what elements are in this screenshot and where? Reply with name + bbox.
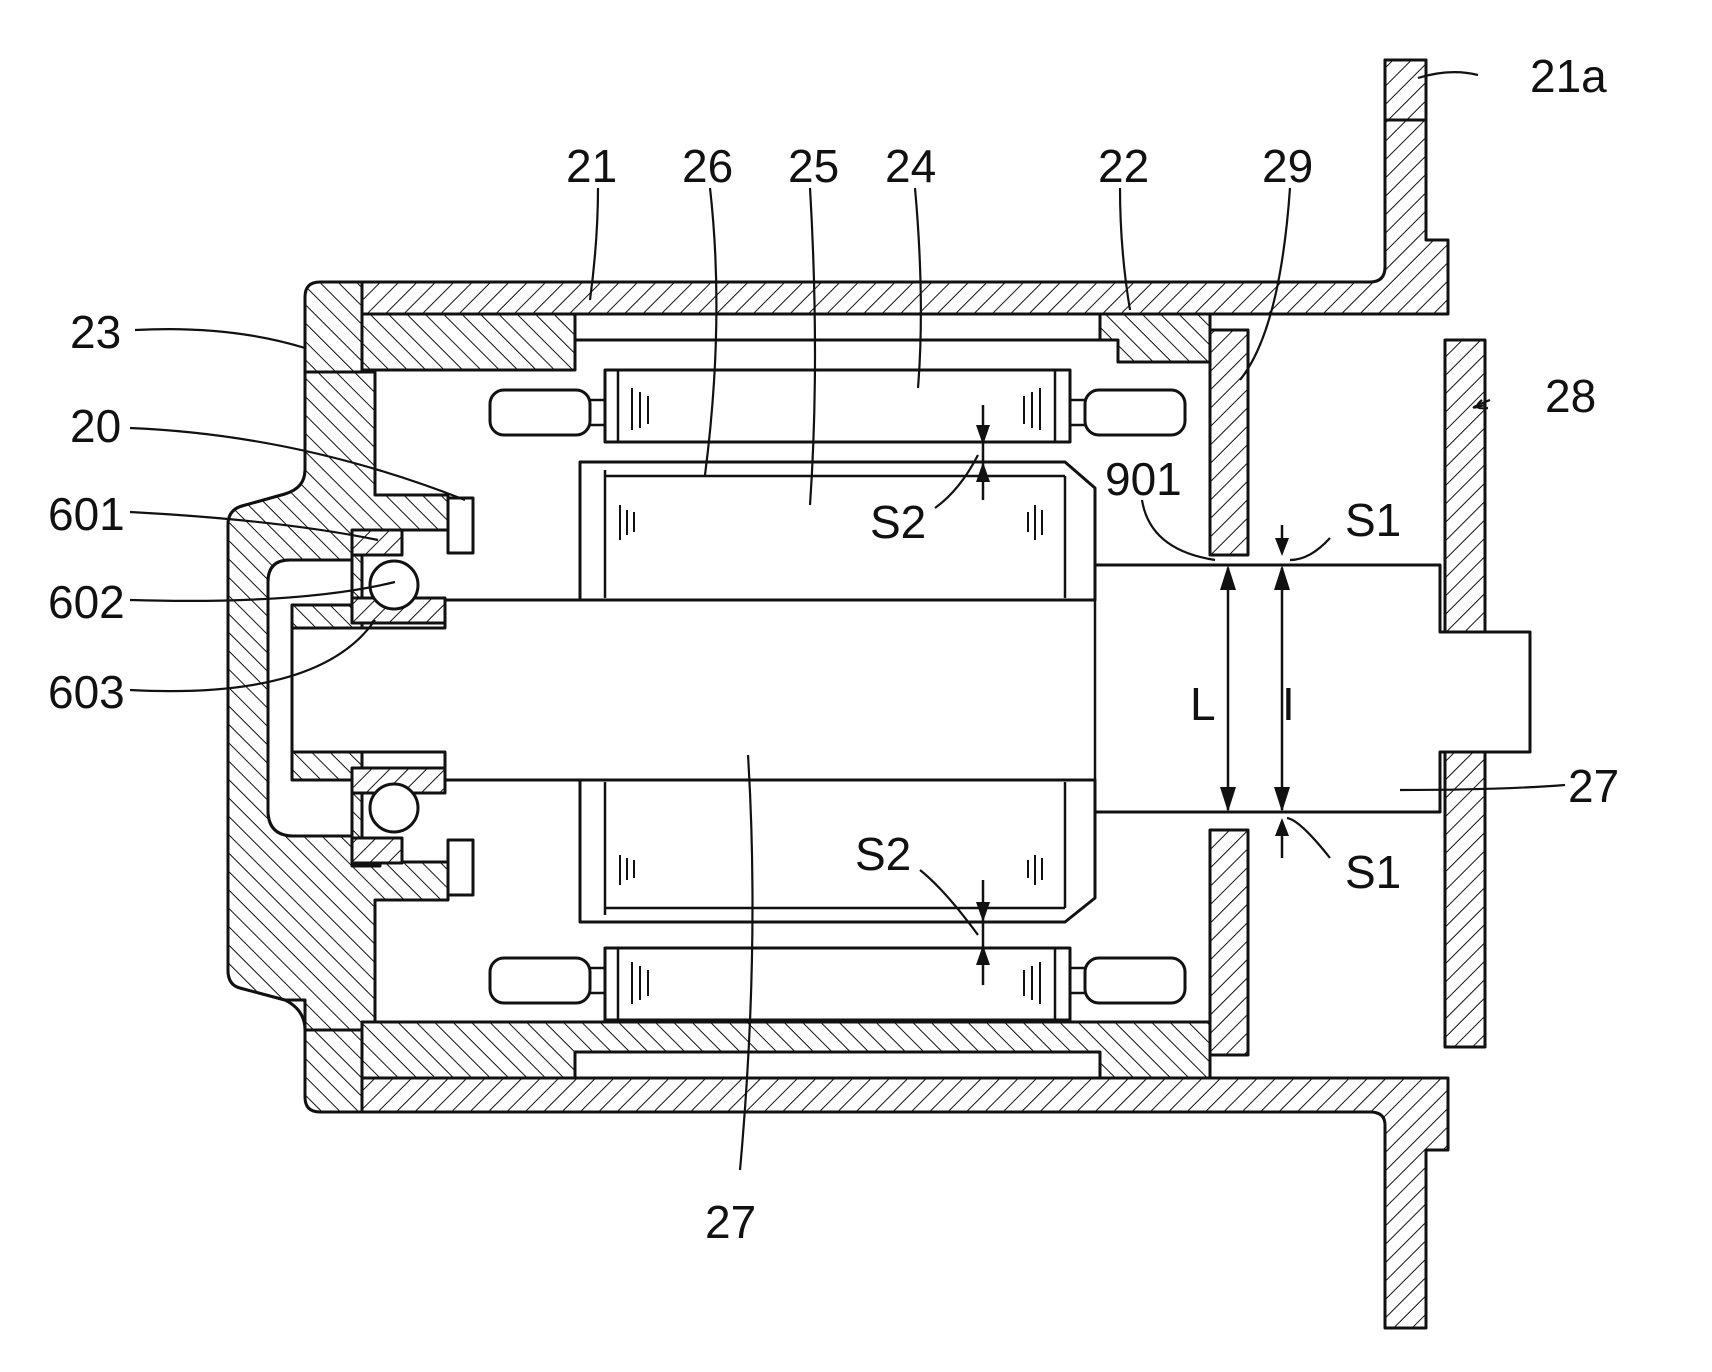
label-901: 901 <box>1105 453 1182 505</box>
plate-28-bottom <box>1445 752 1485 1047</box>
leader-23 <box>135 329 305 348</box>
label-27-bottom: 27 <box>705 1196 756 1248</box>
housing-bottom-wall <box>362 1078 1448 1328</box>
label-21: 21 <box>566 140 617 192</box>
rotor-core-25 <box>580 462 1095 600</box>
label-601: 601 <box>48 488 125 540</box>
label-25: 25 <box>788 140 839 192</box>
ball-602-bottom <box>370 784 418 832</box>
leader-25 <box>810 188 815 505</box>
label-L: L <box>1190 678 1216 730</box>
dimension-S1-top <box>1275 525 1289 556</box>
stator-24-bottom <box>490 948 1185 1020</box>
label-S1-bottom: S1 <box>1345 846 1401 898</box>
label-26: 26 <box>682 140 733 192</box>
plate-29-bottom <box>1210 830 1248 1055</box>
leader-S1-bottom <box>1287 818 1330 858</box>
plate-29-top <box>1210 330 1248 555</box>
label-S2-bottom: S2 <box>855 828 911 880</box>
stator-24-top <box>490 370 1185 442</box>
label-S1-top: S1 <box>1345 494 1401 546</box>
label-22: 22 <box>1098 140 1149 192</box>
label-603: 603 <box>48 666 125 718</box>
magnet-bottom <box>575 1052 1100 1078</box>
label-I: I <box>1282 678 1295 730</box>
label-21a: 21a <box>1530 50 1607 102</box>
label-20: 20 <box>70 400 121 452</box>
flange-21a <box>1385 60 1426 120</box>
bearing-outer-ring-top <box>352 530 402 555</box>
label-29: 29 <box>1262 140 1313 192</box>
dimension-S1-bottom <box>1275 818 1289 858</box>
bearing-outer-ring-bottom <box>352 838 402 863</box>
leader-S1-top <box>1290 538 1330 560</box>
leader-901 <box>1142 500 1215 560</box>
plate-28-top <box>1445 340 1485 632</box>
retainer-20-bottom <box>448 840 473 895</box>
label-27-right: 27 <box>1568 760 1619 812</box>
label-28: 28 <box>1545 370 1596 422</box>
label-23: 23 <box>70 306 121 358</box>
label-24: 24 <box>885 140 936 192</box>
label-S2-top: S2 <box>870 496 926 548</box>
rotor-core-25-lower <box>580 780 1095 922</box>
label-602: 602 <box>48 576 125 628</box>
magnet-top <box>575 314 1100 340</box>
shaft-27 <box>292 565 1530 812</box>
retainer-20-top <box>448 498 473 553</box>
